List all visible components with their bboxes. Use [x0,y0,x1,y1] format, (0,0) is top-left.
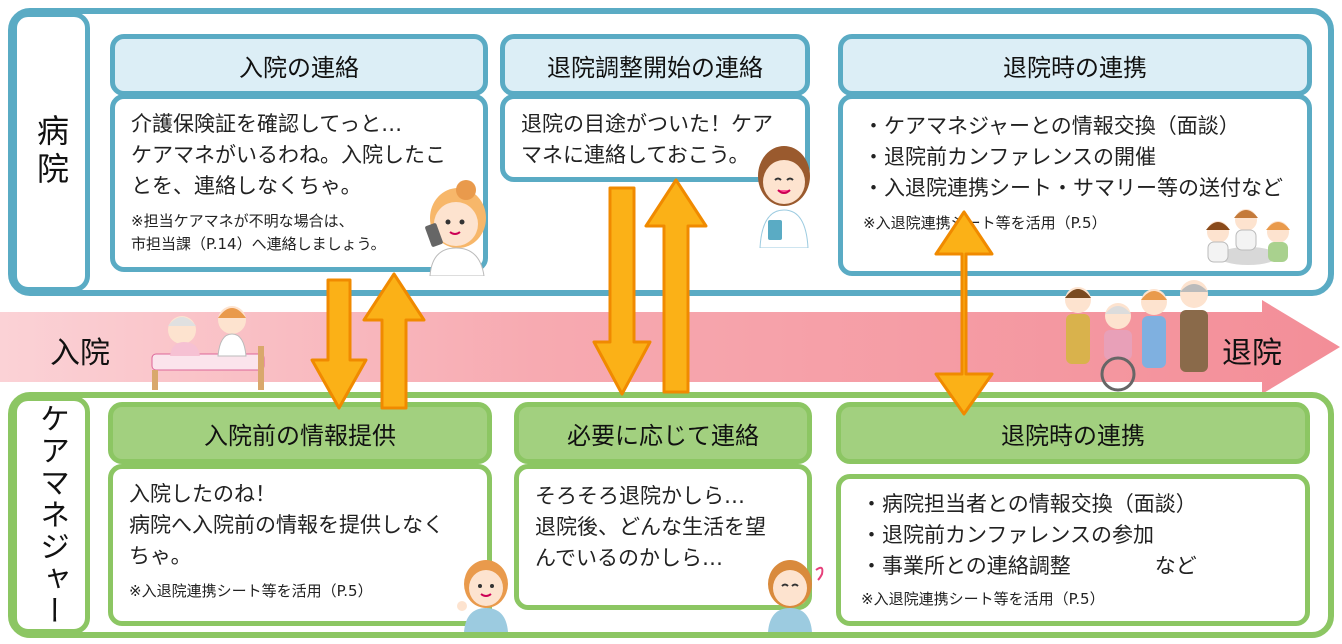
down-arrow [310,278,368,410]
discharge-start-box: 退院の目途がついた！ケア マネに連絡しておこう。 [500,94,810,182]
note-line: ※入退院連携シート等を活用（P.5） [861,590,1105,608]
note-line: ※担当ケアマネが不明な場合は、 [131,212,354,230]
header-pre-admission-info-title: 入院前の情報提供 [204,421,396,450]
header-admission-contact: 入院の連絡 [110,34,488,96]
family-wheelchair-illustration [1065,280,1208,392]
text-line: ・退院前カンファレンスの開催 [863,145,1156,169]
note-line: 市担当課（P.14）へ連絡しましょう。 [131,235,386,253]
note-line: ※入退院連携シート等を活用（P.5） [129,582,373,600]
header-as-needed: 必要に応じて連絡 [514,402,812,464]
header-hospital-discharge-coop: 退院時の連携 [838,34,1312,96]
hospital-discharge-coop-box: ・ケアマネジャーとの情報交換（面談） ・退院前カンファレンスの開催 ・入退院連携… [838,94,1312,276]
text-line: そろそろ退院かしら… [535,484,745,508]
text-line: とを、連絡しなくちゃ。 [131,174,362,198]
caremanager-label: ケアマネジャー [34,403,69,627]
bidirectional-arrow [934,210,994,416]
header-care-discharge-coop-title: 退院時の連携 [1001,421,1145,450]
hospital-label-box: 病院 [12,12,90,292]
nurse-clipboard-illustration [758,146,810,248]
text-line: ・ケアマネジャーとの情報交換（面談） [863,114,1240,138]
care-discharge-coop-box: ・病院担当者との情報交換（面談） ・退院前カンファレンスの参加 ・事業所との連絡… [836,474,1310,626]
text-line: ちゃ。 [129,544,192,568]
text-line: 介護保険証を確認してっと… [131,112,403,136]
text-line: ・退院前カンファレンスの参加 [861,523,1154,547]
down-arrow [592,186,652,396]
text-line: ・事業所との連絡調整 など [861,554,1197,578]
hospital-label: 病院 [32,114,70,190]
header-hospital-discharge-coop-title: 退院時の連携 [1003,53,1147,82]
text-line: ・病院担当者との情報交換（面談） [861,492,1197,516]
text-line: 入院したのね！ [129,482,276,506]
header-discharge-start-title: 退院調整開始の連絡 [547,53,763,82]
up-arrow [644,178,708,394]
header-discharge-start: 退院調整開始の連絡 [500,34,810,96]
patient-bed-illustration [151,306,265,390]
note-line: ※入退院連携シート等を活用（P.5） [863,214,1107,232]
as-needed-box: そろそろ退院かしら… 退院後、どんな生活を望 んでいるのかしら… [514,464,812,610]
pre-admission-info-box: 入院したのね！ 病院へ入院前の情報を提供しなく ちゃ。 ※入退院連携シート等を活… [108,464,492,626]
text-line: んでいるのかしら… [535,546,723,570]
timeline-start-label: 入院 [50,336,110,371]
caremanager-thinking-illustration [768,560,824,632]
up-arrow [362,272,426,410]
header-as-needed-title: 必要に応じて連絡 [567,421,759,450]
text-line: 退院の目途がついた！ケア [521,112,773,136]
admission-contact-box: 介護保険証を確認してっと… ケアマネがいるわね。入院したこ とを、連絡しなくちゃ… [110,94,488,272]
header-care-discharge-coop: 退院時の連携 [836,402,1310,464]
conference-illustration [1206,209,1290,265]
nurse-phone-illustration [425,180,486,276]
text-line: ケアマネがいるわね。入院したこ [131,143,446,167]
caremanager-ok-illustration [457,560,508,632]
text-line: ・入退院連携シート・サマリー等の送付など [863,176,1283,200]
text-line: マネに連絡しておこう。 [521,143,750,167]
header-admission-contact-title: 入院の連絡 [239,53,359,82]
header-pre-admission-info: 入院前の情報提供 [108,402,492,464]
text-line: 病院へ入院前の情報を提供しなく [129,513,444,537]
timeline-end-label: 退院 [1222,336,1282,371]
text-line: 退院後、どんな生活を望 [535,515,766,539]
caremanager-label-box: ケアマネジャー [12,396,90,634]
